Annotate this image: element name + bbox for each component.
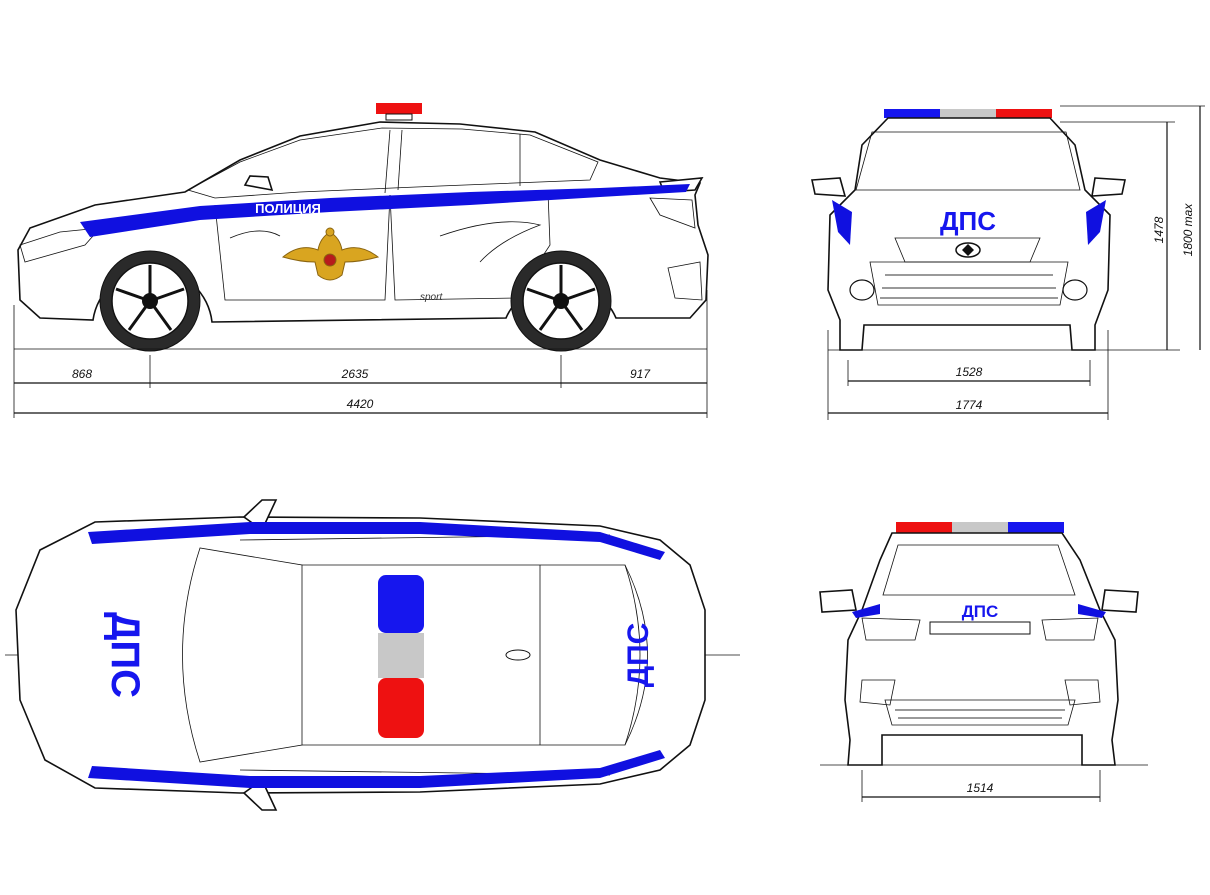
- front-wheel: [99, 250, 201, 352]
- police-emblem-icon: [281, 227, 380, 281]
- front-hood-label: ДПС: [940, 206, 996, 236]
- top-hood-label: ДПС: [103, 612, 147, 698]
- dim-wheelbase: 2635: [341, 367, 369, 381]
- top-lightbar-blue: [378, 575, 424, 633]
- dim-width: 1774: [956, 398, 983, 412]
- front-view: ДПС 1528 1774 1478 1800 max: [811, 105, 1205, 420]
- top-car-body: [15, 516, 706, 794]
- dim-front-track: 1528: [956, 365, 983, 379]
- dim-max-height: 1800 max: [1181, 203, 1195, 257]
- dim-rear-overhang: 917: [630, 367, 651, 381]
- side-door-label: ПОЛИЦИЯ: [255, 201, 321, 216]
- top-lightbar-middle: [378, 633, 424, 678]
- side-sport-badge: sport: [420, 292, 443, 303]
- dim-height: 1478: [1152, 216, 1166, 243]
- side-dimensions: 868 2635 917 4420: [13, 290, 708, 418]
- dim-length: 4420: [347, 397, 374, 411]
- rear-wheel: [510, 250, 612, 352]
- top-stripe-lower: [88, 750, 665, 788]
- rear-view: ДПС 1514: [819, 522, 1148, 802]
- side-view: ПОЛИЦИЯ sport: [13, 103, 709, 418]
- top-lightbar-red: [378, 678, 424, 738]
- dim-rear-track: 1514: [967, 781, 994, 795]
- top-stripe-upper: [88, 522, 665, 560]
- dim-front-overhang: 868: [72, 367, 92, 381]
- top-view: ДПС ДПС: [5, 499, 740, 811]
- top-trunk-label: ДПС: [622, 623, 655, 688]
- side-lightbar: [376, 103, 422, 114]
- side-stripe: [80, 184, 690, 237]
- lada-logo-icon: [955, 242, 981, 258]
- rear-trunk-label: ДПС: [962, 602, 999, 621]
